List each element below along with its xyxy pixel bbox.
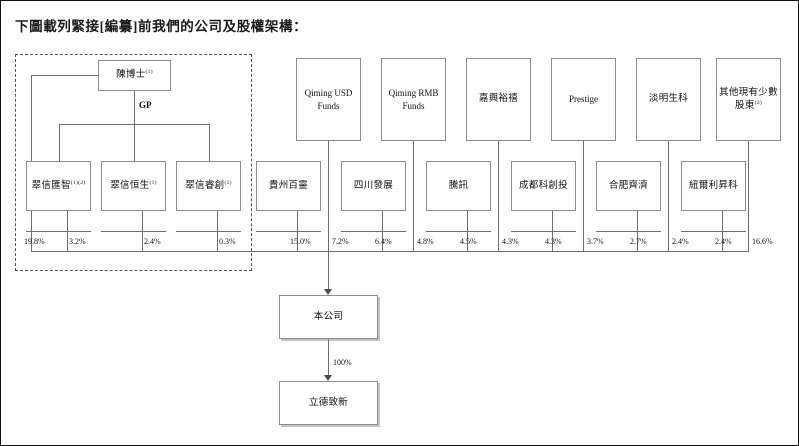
entity-label-investor-bottom-3: 騰訊 [448,180,469,191]
entity-label-investor-bottom-5: 合肥齊濟 [608,180,649,191]
connector-investor-bottom-4-to-bus [552,211,553,251]
pct-main-8: 3.7% [587,237,604,246]
entity-label-investor-bottom-2: 四川發展 [353,180,394,191]
founder-group-region [15,54,252,271]
entity-box-investor-top-2[interactable]: Qiming RMB Funds [381,58,446,141]
pct-main-4: 4.8% [417,237,434,246]
connector-investor-bottom-5-underline [596,231,661,232]
connector-gp-to-vehicle-3 [209,124,210,161]
entity-box-vehicle-3[interactable]: 翠信睿創(1) [176,161,241,211]
connector-vehicle-1-underline [26,231,91,232]
connector-founder-to-left-stem [31,75,98,76]
entity-label-investor-top-2: Qiming RMB Funds [388,88,439,111]
entity-box-investor-top-3[interactable]: 嘉興裕禧 [466,58,531,141]
entity-label-investor-bottom-1: 貴州百靈 [268,180,309,191]
connector-investor-top-4-to-bus [583,141,584,251]
entity-label-vehicle-1: 翠信匯智(1)(2) [31,179,86,191]
pct-vehicle-3: 0.3% [219,237,236,246]
entity-label-investor-bottom-6: 紐爾利昇科 [688,180,738,191]
pct-subsidiary-100: 100% [333,358,352,367]
connector-vehicle-3-underline [176,231,241,232]
connector-investor-top-3-to-bus [498,141,499,251]
connector-investor-top-5-to-bus [668,141,669,251]
entity-box-company[interactable]: 本公司 [279,295,378,339]
connector-investor-bottom-2-to-bus [382,211,383,251]
connector-investor-bottom-1-to-bus [297,211,298,251]
entity-label-vehicle-3: 翠信睿創(1) [185,179,232,191]
connector-investor-bottom-5-to-bus [637,211,638,251]
pct-vehicle-1: 3.2% [69,237,86,246]
entity-label-investor-top-6: 其他現有少數股東(3) [719,87,778,111]
connector-investor-bottom-3-underline [426,231,491,232]
page-title-suffix: ]前我們的公司及股權架構： [132,19,308,34]
pct-main-5: 4.5% [460,237,477,246]
entity-box-subsidiary[interactable]: 立德致新 [279,381,378,425]
arrowhead-into-company [324,289,332,295]
page-title-bracket-word: 編纂 [104,19,133,34]
arrowhead-into-subsidiary [324,375,332,381]
entity-label-investor-top-3: 嘉興裕禧 [478,94,519,105]
connector-investor-bottom-6-to-bus [722,211,723,251]
footnote-marker: (1) [145,68,153,75]
pct-main-1: 15.0% [290,237,311,246]
entity-box-investor-top-5[interactable]: 淡明生科 [636,58,701,141]
pct-main-9: 2.7% [630,237,647,246]
entity-box-founder[interactable]: 陳博士(1) [98,60,171,91]
entity-box-vehicle-1[interactable]: 翠信匯智(1)(2) [26,161,91,211]
connector-gp-to-vehicle-1 [59,124,60,161]
connector-investor-bottom-6-underline [681,231,746,232]
entity-box-investor-bottom-4[interactable]: 成都科創投 [511,161,576,211]
entity-box-investor-bottom-6[interactable]: 紐爾利昇科 [681,161,746,211]
connector-vehicle-2-underline [101,231,166,232]
connector-investor-bottom-2-underline [341,231,406,232]
pct-main-11: 2.4% [715,237,732,246]
entity-label-vehicle-2: 翠信恒生(1) [110,179,157,191]
entity-label-subsidiary: 立德致新 [308,397,349,408]
entity-label-investor-top-1: Qiming USD Funds [304,88,353,111]
entity-box-investor-bottom-3[interactable]: 騰訊 [426,161,491,211]
pct-main-2: 7.2% [332,237,349,246]
gp-label: GP [139,100,152,110]
connector-investor-bottom-3-to-bus [467,211,468,251]
entity-label-founder: 陳博士(1) [116,68,153,81]
entity-label-company: 本公司 [313,311,344,322]
entity-box-vehicle-2[interactable]: 翠信恒生(1) [101,161,166,211]
pct-main-10: 2.4% [672,237,689,246]
entity-box-investor-bottom-2[interactable]: 四川發展 [341,161,406,211]
page-title-prefix: 下圖載列緊接[ [15,19,105,34]
pct-main-6: 4.3% [502,237,519,246]
pct-main-7: 4.3% [545,237,562,246]
connector-bus-to-company [328,251,329,293]
entity-label-investor-top-5: 淡明生科 [648,94,689,105]
pct-vehicle-2: 2.4% [144,237,161,246]
connector-gp-to-vehicle-2 [134,124,135,161]
connector-main-bus [31,251,749,252]
entity-label-investor-bottom-4: 成都科創投 [518,180,568,191]
entity-box-investor-bottom-1[interactable]: 貴州百靈 [256,161,321,211]
connector-investor-top-1-to-bus [328,141,329,251]
connector-investor-top-2-to-bus [413,141,414,251]
entity-box-investor-top-6[interactable]: 其他現有少數股東(3) [716,58,781,141]
page-title: 下圖載列緊接[編纂]前我們的公司及股權架構： [15,15,307,35]
connector-investor-bottom-4-underline [511,231,576,232]
entity-box-investor-bottom-5[interactable]: 合肥齊濟 [596,161,661,211]
entity-label-investor-top-4: Prestige [569,94,598,105]
entity-box-investor-top-1[interactable]: Qiming USD Funds [296,58,361,141]
connector-investor-top-6-to-bus [748,141,749,251]
entity-box-investor-top-4[interactable]: Prestige [551,58,616,141]
pct-main-12: 16.6% [752,237,773,246]
pct-main-3: 6.4% [375,237,392,246]
connector-investor-bottom-1-underline [256,231,321,232]
pct-founder-19-8: 19.8% [24,237,45,246]
connector-company-to-subsidiary [328,339,329,379]
